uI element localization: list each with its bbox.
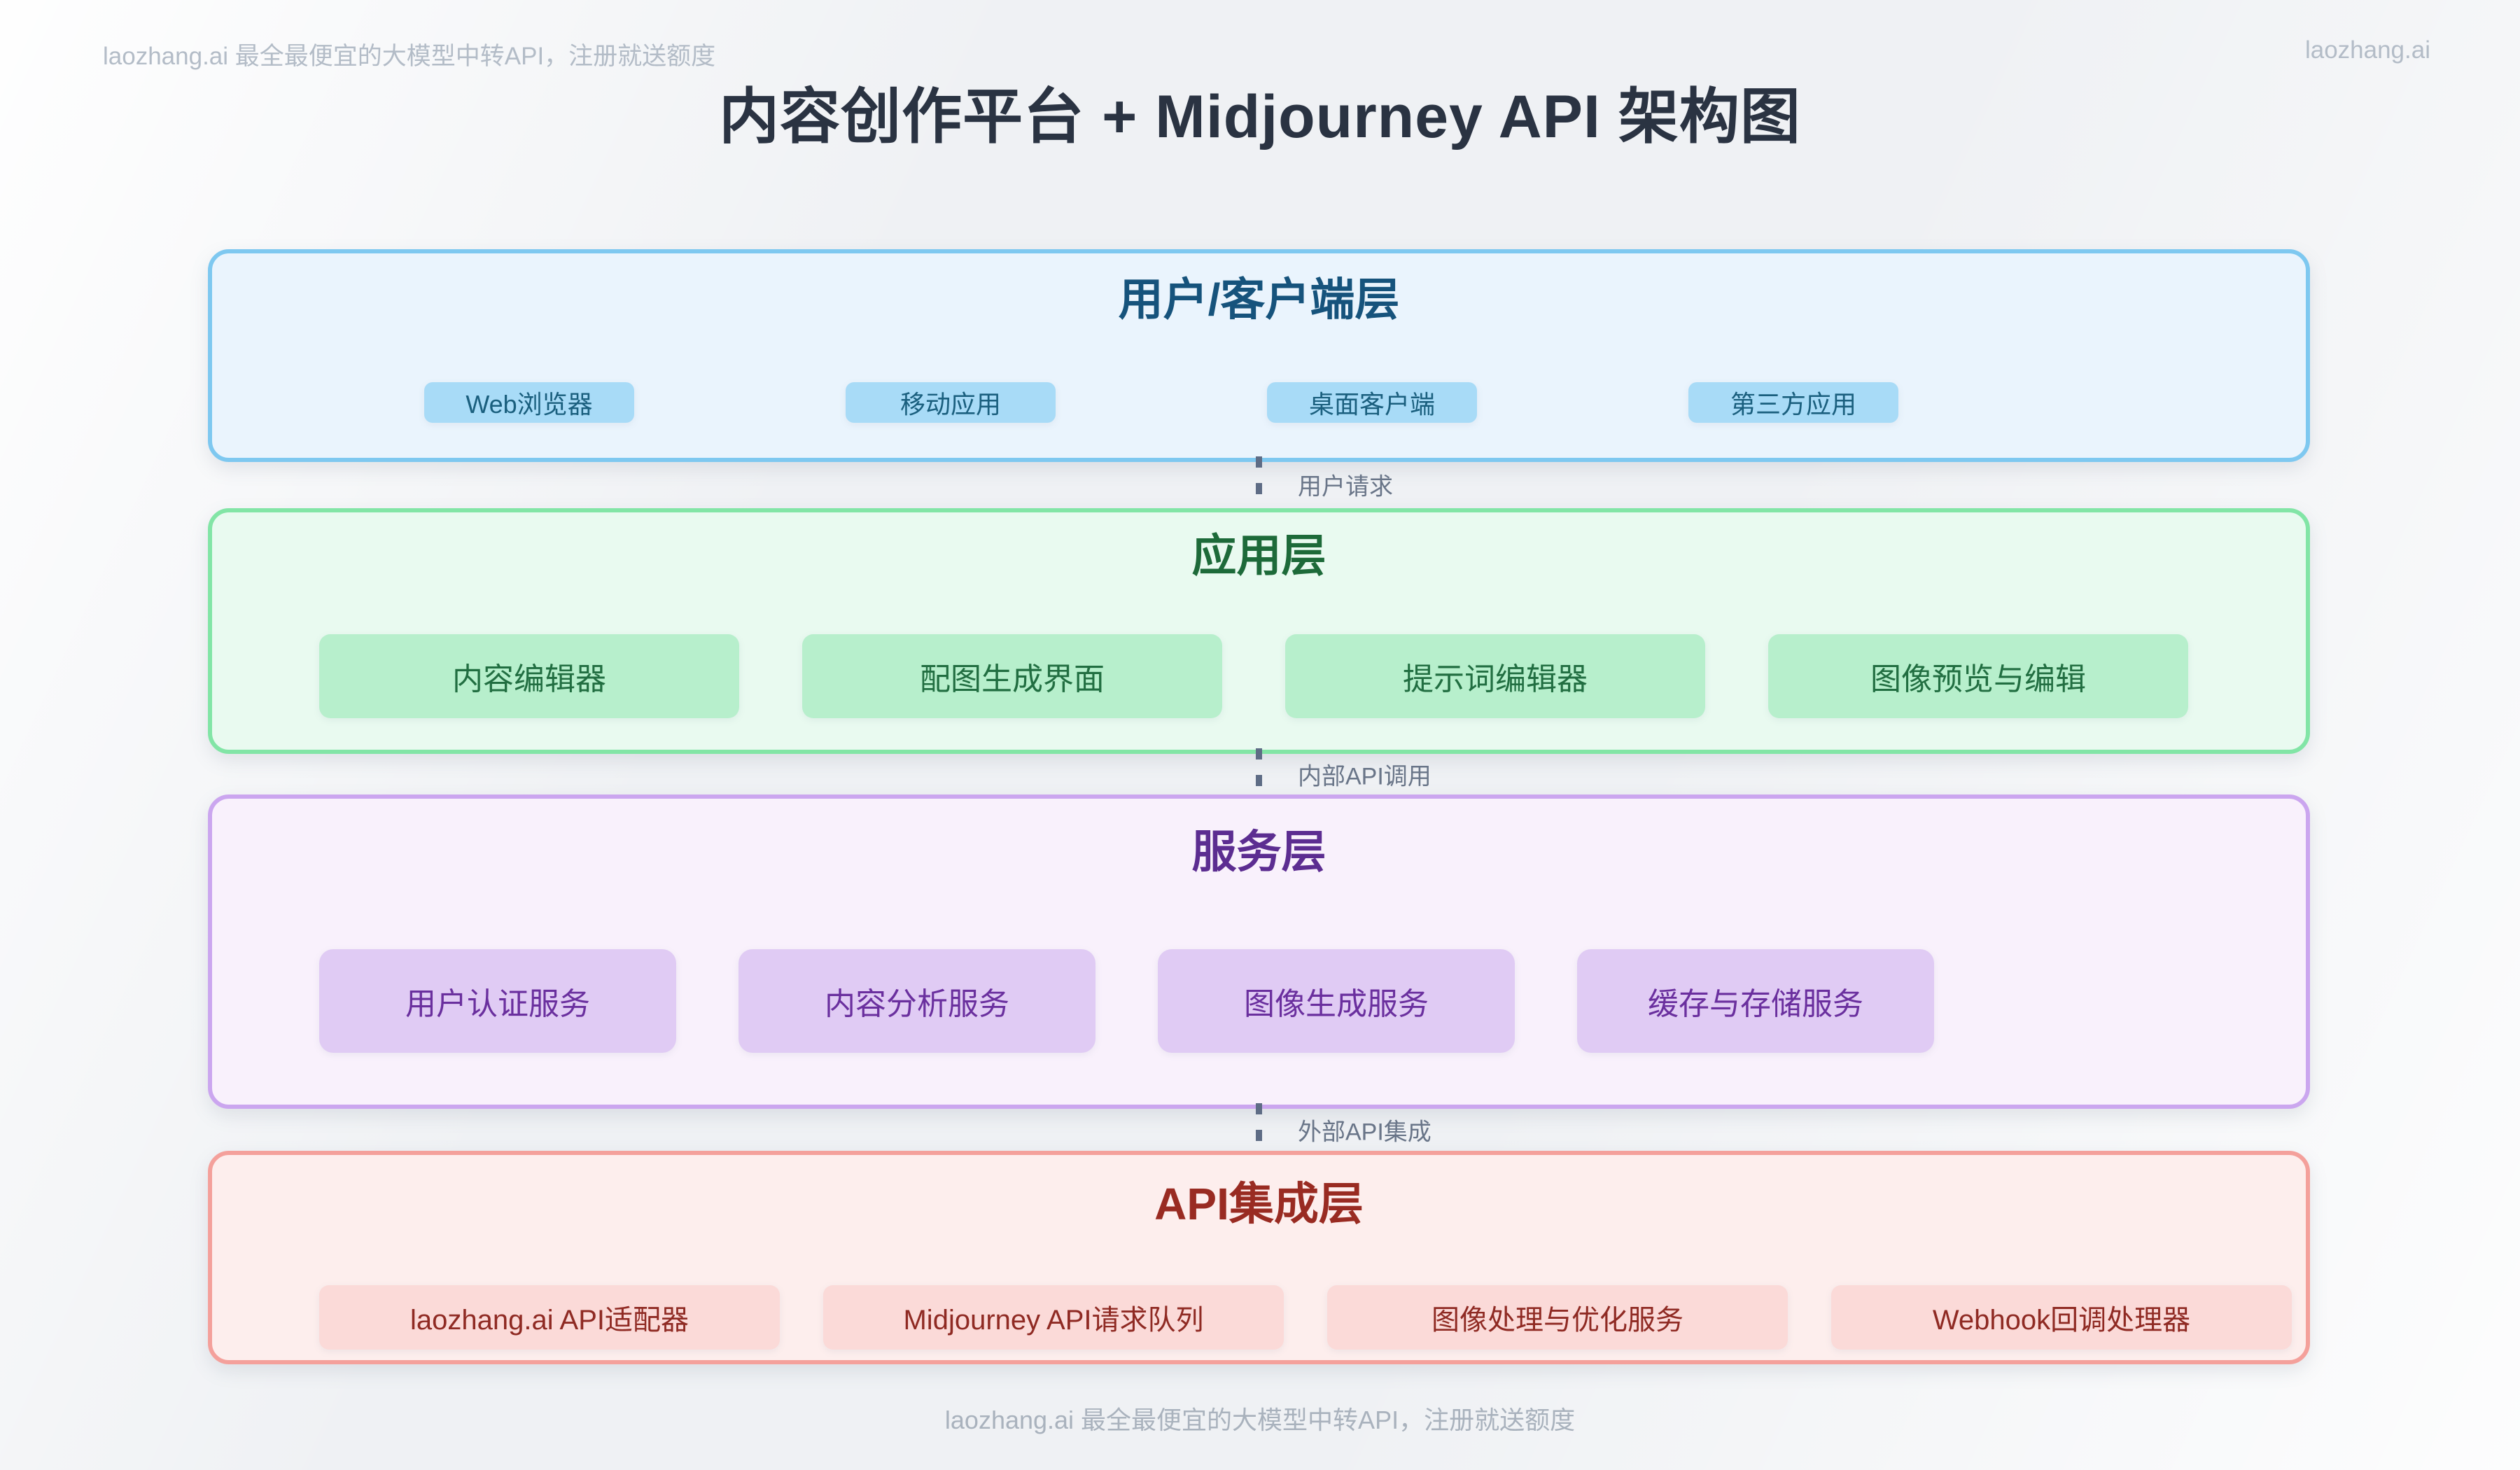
connector-external-api-label: 外部API集成 [1298,1119,1432,1146]
chip-desktop-client: 桌面客户端 [1267,382,1477,423]
chip-webhook-handler: Webhook回调处理器 [1831,1285,2292,1350]
chip-image-generation-ui: 配图生成界面 [802,634,1222,718]
chip-prompt-editor: 提示词编辑器 [1285,634,1705,718]
chip-cache-storage-service: 缓存与存储服务 [1577,949,1934,1053]
watermark-bottom: laozhang.ai 最全最便宜的大模型中转API，注册就送额度 [944,1406,1576,1434]
chip-midjourney-api-queue: Midjourney API请求队列 [823,1285,1284,1350]
watermark-top-right: laozhang.ai [2304,36,2430,64]
layer-api-integration-chips: laozhang.ai API适配器 Midjourney API请求队列 图像… [319,1285,2292,1350]
dashed-connector-line [1256,456,1262,512]
layer-service: 服务层 用户认证服务 内容分析服务 图像生成服务 缓存与存储服务 [208,794,2310,1109]
chip-mobile-app: 移动应用 [846,382,1056,423]
layer-application-chips: 内容编辑器 配图生成界面 提示词编辑器 图像预览与编辑 [319,634,2188,718]
layer-application: 应用层 内容编辑器 配图生成界面 提示词编辑器 图像预览与编辑 [208,508,2310,754]
connector-user-request: 用户请求 [1256,456,1606,512]
connector-internal-api: 内部API调用 [1256,748,1606,800]
watermark-top-left: laozhang.ai 最全最便宜的大模型中转API，注册就送额度 [103,43,716,70]
chip-laozhang-api-adapter: laozhang.ai API适配器 [319,1285,780,1350]
dashed-connector-line [1256,1103,1262,1156]
layer-api-integration: API集成层 laozhang.ai API适配器 Midjourney API… [208,1151,2310,1364]
chip-content-editor: 内容编辑器 [319,634,739,718]
chip-third-party-app: 第三方应用 [1688,382,1898,423]
chip-content-analysis-service: 内容分析服务 [738,949,1096,1053]
dashed-connector-line [1256,748,1262,800]
chip-web-browser: Web浏览器 [424,382,634,423]
layer-client-title: 用户/客户端层 [1118,274,1400,325]
chip-image-preview-editor: 图像预览与编辑 [1768,634,2188,718]
connector-internal-api-label: 内部API调用 [1298,763,1432,790]
layer-service-chips: 用户认证服务 内容分析服务 图像生成服务 缓存与存储服务 [319,949,1934,1053]
layer-api-integration-title: API集成层 [1154,1179,1364,1229]
chip-image-generation-service: 图像生成服务 [1158,949,1515,1053]
layer-client-chips: Web浏览器 移动应用 桌面客户端 第三方应用 [424,382,1898,423]
layer-service-title: 服务层 [1191,827,1326,877]
chip-auth-service: 用户认证服务 [319,949,676,1053]
connector-external-api: 外部API集成 [1256,1103,1606,1156]
layer-application-title: 应用层 [1191,531,1326,581]
chip-image-processing-service: 图像处理与优化服务 [1327,1285,1788,1350]
layer-client: 用户/客户端层 Web浏览器 移动应用 桌面客户端 第三方应用 [208,249,2310,462]
connector-user-request-label: 用户请求 [1298,473,1393,500]
page-title: 内容创作平台 + Midjourney API 架构图 [719,83,1801,150]
